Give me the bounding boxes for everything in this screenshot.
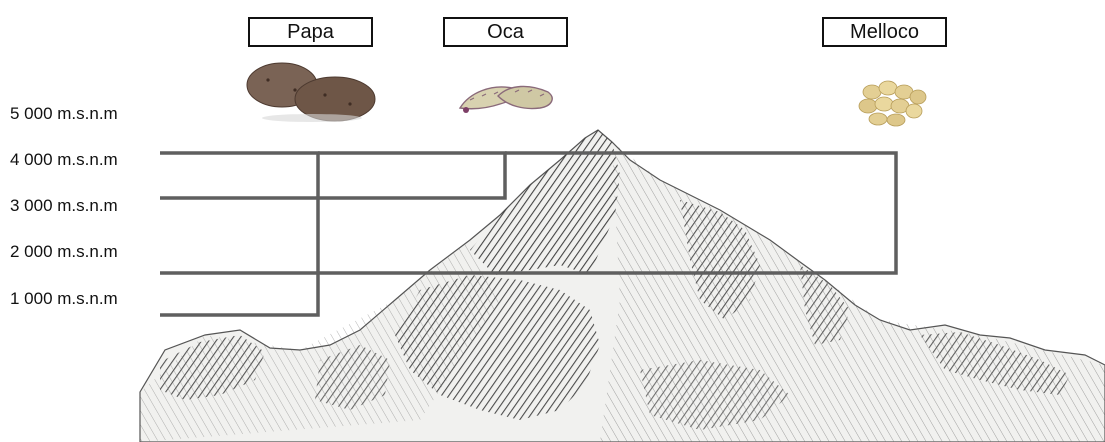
crop-label-papa: Papa bbox=[248, 17, 373, 47]
altitude-label-1000: 1 000 m.s.n.m bbox=[10, 289, 118, 309]
altitude-label-2000: 2 000 m.s.n.m bbox=[10, 242, 118, 262]
bracket-papa bbox=[160, 153, 318, 315]
altitude-label-4000: 4 000 m.s.n.m bbox=[10, 150, 118, 170]
mountain-texture bbox=[600, 142, 1105, 442]
altitude-label-5000: 5 000 m.s.n.m bbox=[10, 104, 118, 124]
crop-label-melloco: Melloco bbox=[822, 17, 947, 47]
bracket-oca bbox=[160, 153, 505, 198]
oca-image bbox=[460, 86, 552, 113]
melloco-image bbox=[859, 81, 926, 126]
crop-label-oca: Oca bbox=[443, 17, 568, 47]
altitude-label-3000: 3 000 m.s.n.m bbox=[10, 196, 118, 216]
potato-image bbox=[247, 63, 375, 122]
